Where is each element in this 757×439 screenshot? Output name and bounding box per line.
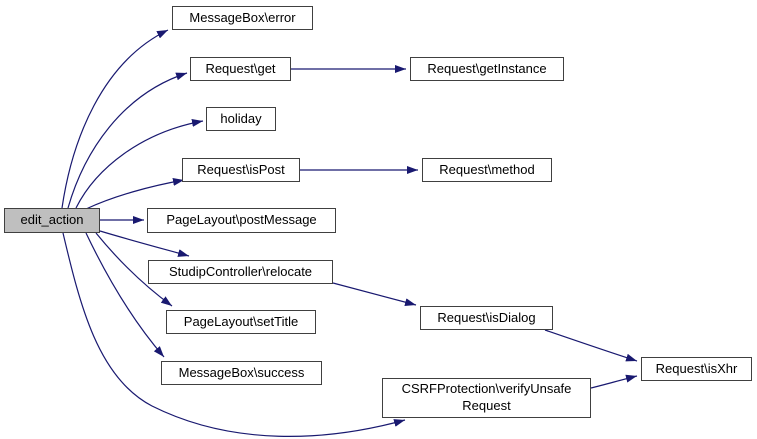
edge-edit-action-to-messagebox-success (85, 232, 165, 358)
edge-edit-action-to-request-get (67, 72, 188, 209)
edge-edit-action-to-messagebox-error (61, 29, 169, 209)
edge-studipcontroller-relocate-to-request-isdialog (332, 282, 417, 307)
edge-edit-action-to-studipcontroller-relocate (99, 230, 190, 257)
node-request-ispost[interactable]: Request\isPost (182, 158, 300, 182)
node-request-isxhr[interactable]: Request\isXhr (641, 357, 752, 381)
node-request-getinstance[interactable]: Request\getInstance (410, 57, 564, 81)
node-messagebox-error[interactable]: MessageBox\error (172, 6, 313, 30)
node-edit-action[interactable]: edit_action (4, 208, 100, 233)
node-pagelayout-postmessage[interactable]: PageLayout\postMessage (147, 208, 336, 233)
node-request-isdialog[interactable]: Request\isDialog (420, 306, 553, 330)
node-messagebox-success[interactable]: MessageBox\success (161, 361, 322, 385)
node-label-line: CSRFProtection\verifyUnsafe (401, 381, 572, 397)
node-studipcontroller-relocate[interactable]: StudipController\relocate (148, 260, 333, 284)
node-request-get[interactable]: Request\get (190, 57, 291, 81)
edge-csrf-verifyunsaferequest-to-request-isxhr (590, 374, 638, 389)
node-label-line: Request (462, 398, 511, 413)
node-request-method[interactable]: Request\method (422, 158, 552, 182)
edge-request-isdialog-to-request-isxhr (544, 329, 638, 362)
node-pagelayout-settitle[interactable]: PageLayout\setTitle (166, 310, 316, 334)
node-holiday[interactable]: holiday (206, 107, 276, 131)
edge-edit-action-to-request-ispost (85, 177, 185, 210)
